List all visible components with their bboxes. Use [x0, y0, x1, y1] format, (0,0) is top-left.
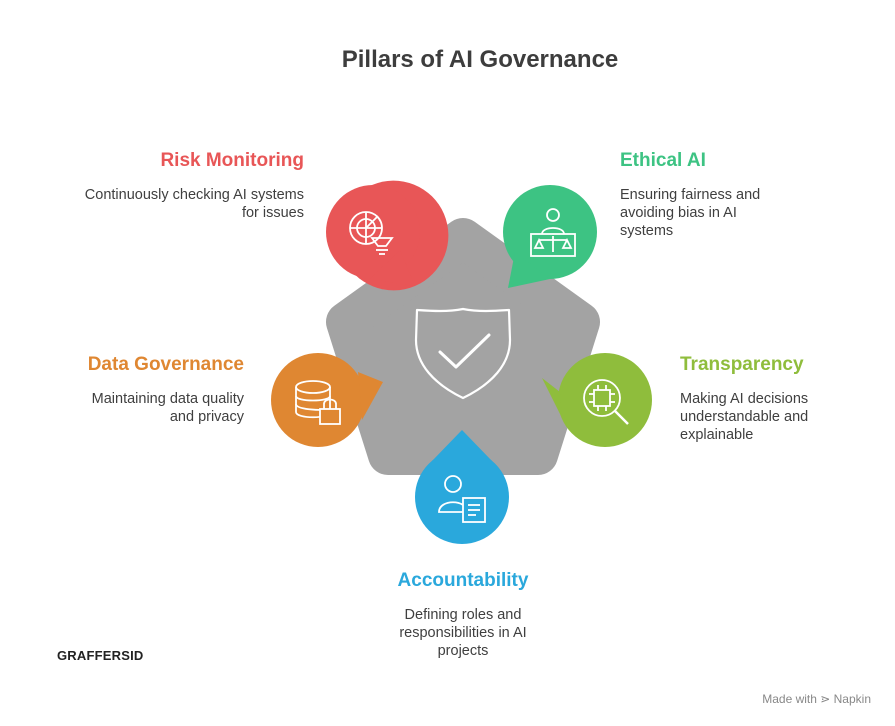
data-governance-label: Data Governance — [87, 354, 244, 375]
data-governance-node[interactable] — [271, 353, 383, 447]
risk-monitoring-description: Continuously checking AI systems for iss… — [84, 187, 304, 221]
accountability-node[interactable] — [415, 430, 509, 544]
risk-monitoring-node[interactable] — [326, 180, 449, 291]
data-governance-description: Maintaining data quality and privacy — [91, 391, 244, 425]
transparency-description: Making AI decisions understandable and e… — [680, 391, 809, 443]
accountability-description: Defining roles and responsibilities in A… — [399, 607, 527, 659]
shield-check-icon — [414, 307, 512, 400]
person-document-icon — [438, 475, 486, 523]
risk-monitoring-label: Risk Monitoring — [160, 150, 304, 171]
ethical-ai-node[interactable] — [503, 185, 597, 288]
radar-icon — [349, 211, 394, 255]
made-with-napkin-footer[interactable]: Made with ⋗ Napkin — [762, 692, 871, 706]
page-title: Pillars of AI Governance — [341, 46, 619, 73]
graffersid-logo: GRAFFERSID — [57, 648, 144, 663]
chip-search-icon — [583, 379, 629, 425]
ethical-ai-description: Ensuring fairness and avoiding bias in A… — [620, 187, 761, 239]
transparency-node[interactable] — [542, 353, 652, 447]
database-lock-icon — [295, 380, 341, 425]
scale-icon — [530, 208, 576, 257]
accountability-label: Accountability — [397, 570, 529, 591]
ethical-ai-label: Ethical AI — [620, 150, 706, 171]
logo-text: GRAFFERSID — [57, 648, 144, 663]
transparency-label: Transparency — [680, 354, 804, 375]
